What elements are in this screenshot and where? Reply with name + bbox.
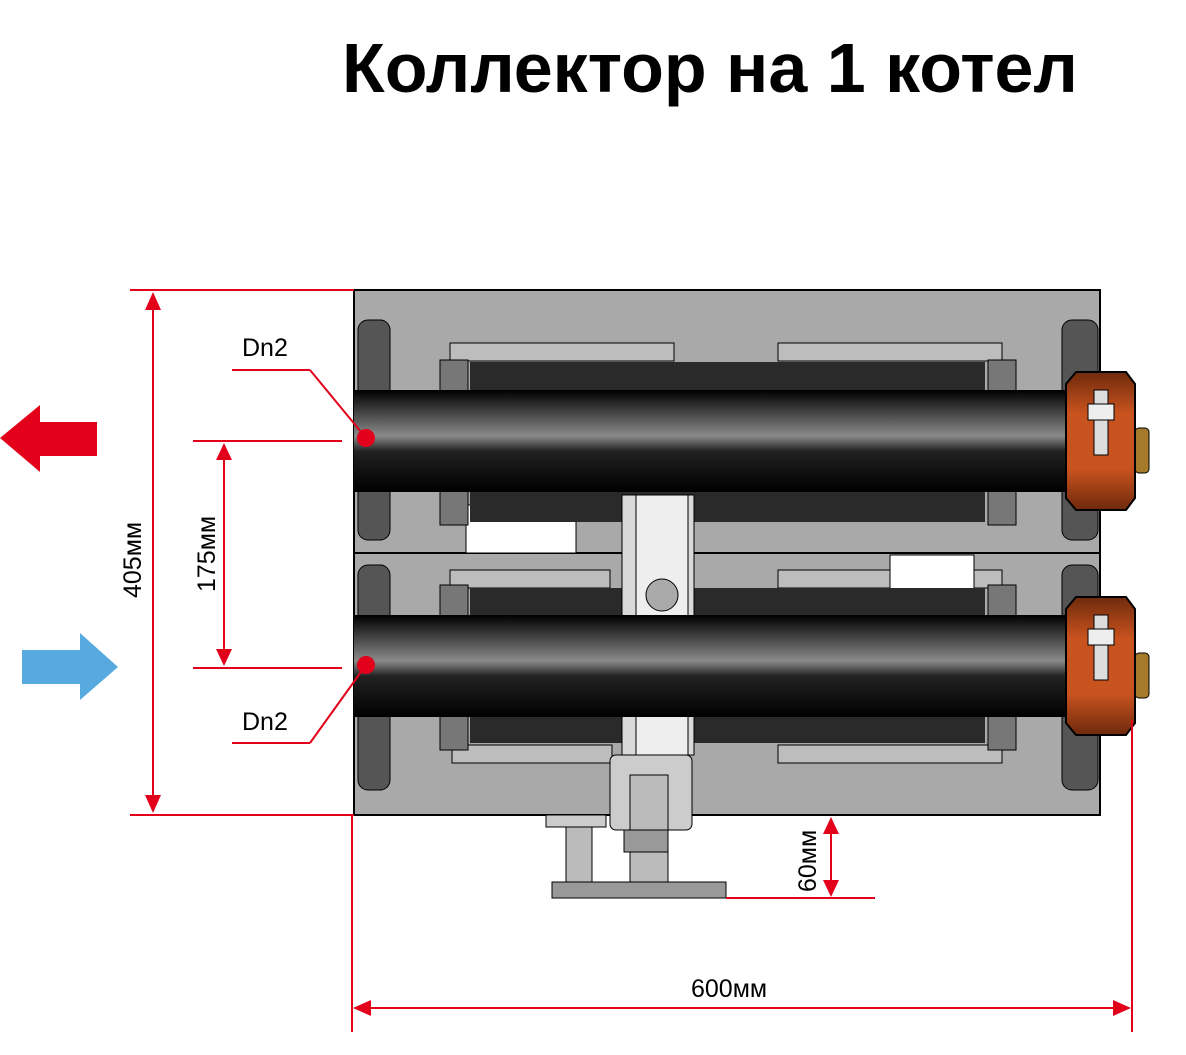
return-pipe bbox=[354, 615, 1068, 717]
dn-label-bottom: Dn2 bbox=[242, 708, 288, 736]
width-dimension-label: 600мм bbox=[691, 975, 767, 1003]
end-cap-top bbox=[1065, 371, 1150, 511]
page-title: Коллектор на 1 котел bbox=[342, 29, 1078, 107]
supply-flow-arrow-icon bbox=[0, 405, 97, 472]
pipe-spacing-label: 175мм bbox=[193, 516, 221, 592]
foot-height-label: 60мм bbox=[794, 830, 822, 892]
height-dimension-label: 405мм bbox=[119, 522, 147, 598]
dimension-lines bbox=[130, 289, 1133, 1032]
collector-housing bbox=[353, 289, 1101, 816]
end-cap-bottom bbox=[1065, 596, 1150, 736]
return-flow-arrow-icon bbox=[22, 633, 118, 700]
supply-pipe bbox=[354, 390, 1068, 492]
dn-label-top: Dn2 bbox=[242, 334, 288, 362]
